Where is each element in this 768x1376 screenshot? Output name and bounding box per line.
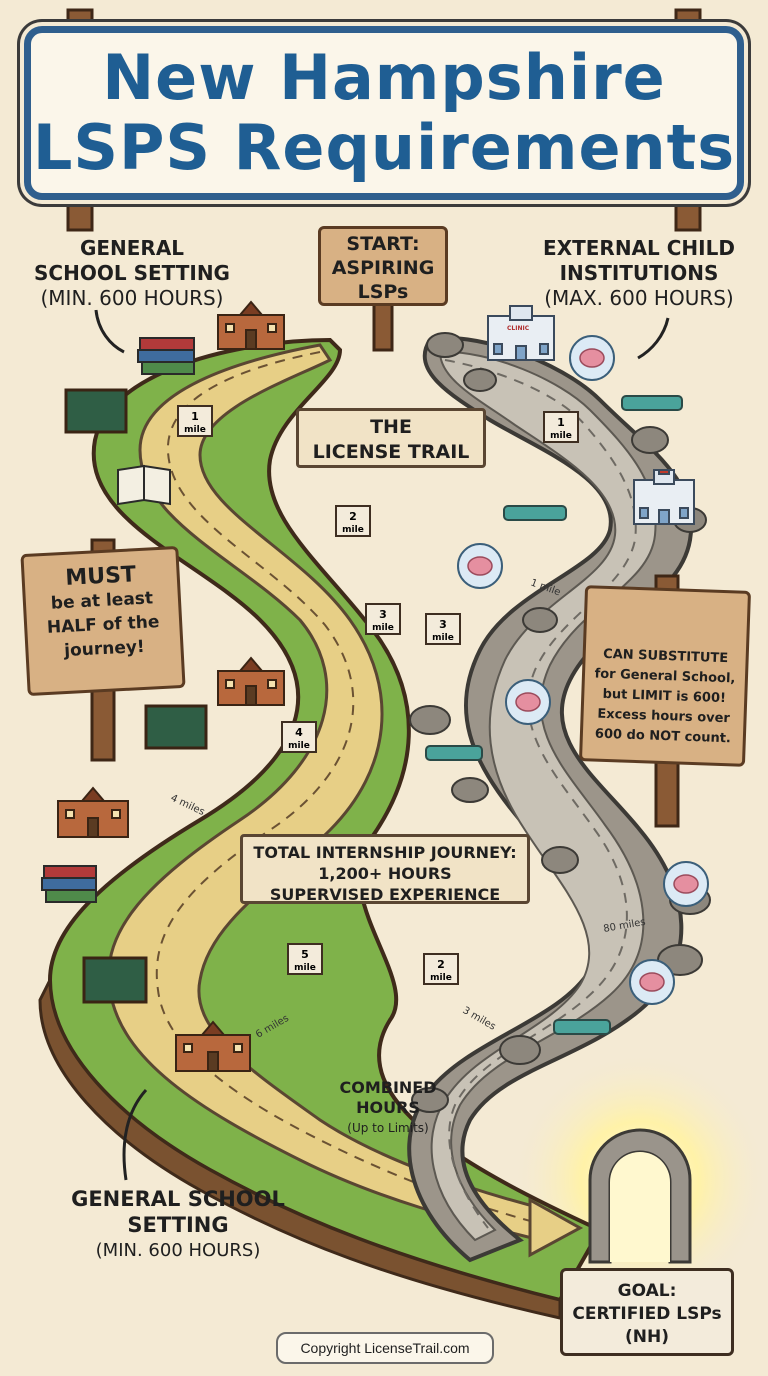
couch-icon-3 xyxy=(425,745,483,761)
must-half-sign: MUST be at least HALF of the journey! xyxy=(20,545,186,697)
top-right-label-line3: (MAX. 600 HOURS) xyxy=(544,286,734,310)
chalkboard-icons xyxy=(64,388,208,1004)
mile-marker-ext-3-num: 3 xyxy=(439,618,447,631)
mile-marker-school-1-num: 1 xyxy=(191,410,199,423)
book-stack-icon-2 xyxy=(41,865,97,903)
school-icon-2 xyxy=(217,656,285,706)
top-left-label: GENERAL SCHOOL SETTING (MIN. 600 HOURS) xyxy=(32,236,232,311)
mile-marker-school-5 xyxy=(287,943,323,975)
mile-marker-school-3-unit: mile xyxy=(372,623,394,633)
mile-marker-school-3 xyxy=(365,603,401,635)
mile-marker-ext-3-unit: mile xyxy=(432,633,454,643)
mile-marker-school-2 xyxy=(335,505,371,537)
bottom-left-label-line3: (MIN. 600 HOURS) xyxy=(95,1240,261,1261)
start-sign-line1: START: xyxy=(346,233,420,255)
mile-marker-school-4-num: 4 xyxy=(295,726,303,739)
mile-marker-ext-2 xyxy=(423,953,459,985)
couch-icon-2 xyxy=(503,505,567,521)
mile-marker-ext-1-unit: mile xyxy=(550,431,572,441)
book-stack-icons xyxy=(41,337,195,903)
school-icon-3 xyxy=(57,786,129,838)
mile-marker-school-5-num: 5 xyxy=(301,948,309,961)
combined-label-line1: COMBINED xyxy=(339,1078,437,1097)
mile-marker-school-3-num: 3 xyxy=(379,608,387,621)
substitute-limit-sign: CAN SUBSTITUTE for General School, but L… xyxy=(578,585,752,767)
mile-marker-school-1 xyxy=(177,405,213,437)
goal-archway-icon xyxy=(588,1128,692,1264)
mile-marker-ext-2-unit: mile xyxy=(430,973,452,983)
goal-sign-line2: CERTIFIED LSPs xyxy=(572,1304,722,1324)
goal-sign-line1: GOAL: xyxy=(617,1281,677,1301)
combined-label-line2: HOURS xyxy=(356,1098,420,1117)
mile-marker-ext-1 xyxy=(543,411,579,443)
chalkboard-icon-1 xyxy=(64,388,128,434)
journey-banner-line3: SUPERVISED EXPERIENCE xyxy=(269,885,501,904)
bottom-left-label-line1: GENERAL SCHOOL xyxy=(71,1187,285,1211)
start-sign-line2: ASPIRING xyxy=(331,257,435,279)
mile-marker-school-4 xyxy=(281,721,317,753)
top-left-label-line1: GENERAL xyxy=(79,236,185,260)
top-left-label-line2: SCHOOL SETTING xyxy=(34,261,230,285)
chalkboard-icon-2 xyxy=(144,704,208,750)
school-icon-4 xyxy=(175,1020,251,1072)
school-icon-1 xyxy=(217,300,285,350)
mile-marker-ext-2-num: 2 xyxy=(437,958,445,971)
school-building-icons xyxy=(57,300,285,1072)
start-sign: START: ASPIRING LSPs xyxy=(318,226,448,306)
copyright-footer[interactable]: Copyright LicenseTrail.com xyxy=(276,1332,494,1364)
combined-hours-label: COMBINED HOURS (Up to Limits) xyxy=(316,1078,460,1138)
title-line-2: LSPS Requirements xyxy=(32,111,736,184)
internship-journey-banner: TOTAL INTERNSHIP JOURNEY: 1,200+ HOURS S… xyxy=(240,834,530,904)
clinic-label: CLINIC xyxy=(507,325,530,332)
top-right-label-line1: EXTERNAL CHILD xyxy=(543,236,735,260)
external-path-center-line xyxy=(444,359,637,1229)
title-board: New Hampshire LSPS Requirements xyxy=(24,26,744,200)
license-trail-banner-line1: THE xyxy=(370,416,412,438)
arrow-top-right xyxy=(637,317,670,360)
goal-sign-line3: (NH) xyxy=(625,1327,669,1347)
journey-banner-line1: TOTAL INTERNSHIP JOURNEY: xyxy=(253,843,517,862)
book-stack-icon-1 xyxy=(137,337,195,375)
couch-icons xyxy=(425,395,683,1035)
mile-marker-school-1-unit: mile xyxy=(184,425,206,435)
distance-label-ext-3: 3 miles xyxy=(461,1005,498,1033)
top-right-label: EXTERNAL CHILD INSTITUTIONS (MAX. 600 HO… xyxy=(534,236,744,311)
medical-cross-icon xyxy=(658,469,670,475)
mile-marker-school-5-unit: mile xyxy=(294,963,316,973)
bottom-left-label: GENERAL SCHOOL SETTING (MIN. 600 HOURS) xyxy=(56,1186,300,1264)
mile-marker-school-2-unit: mile xyxy=(342,525,364,535)
brain-shapes xyxy=(467,348,699,992)
top-left-label-line3: (MIN. 600 HOURS) xyxy=(40,286,224,310)
arrow-top-left xyxy=(94,309,125,354)
mile-marker-school-2-num: 2 xyxy=(349,510,357,523)
arrow-bottom-left xyxy=(122,1088,148,1181)
mile-markers xyxy=(177,405,579,985)
distance-label-school-4: 4 miles xyxy=(169,793,206,818)
start-sign-line3: LSPs xyxy=(357,281,409,303)
combined-label-line3: (Up to Limits) xyxy=(347,1121,429,1135)
license-trail-banner: THE LICENSE TRAIL xyxy=(296,408,486,468)
school-dirt-path xyxy=(107,343,550,1242)
clinic-building-icons xyxy=(487,305,695,525)
path-arrow-head xyxy=(528,1197,584,1258)
mile-marker-school-4-unit: mile xyxy=(288,741,310,751)
couch-icon-4 xyxy=(553,1019,611,1035)
title-line-1: New Hampshire xyxy=(102,41,666,114)
open-book-icon xyxy=(117,464,171,506)
mile-marker-ext-1-num: 1 xyxy=(557,416,565,429)
bottom-left-label-line2: SETTING xyxy=(127,1213,229,1237)
substitute-sign-line5: 600 do NOT count. xyxy=(594,726,732,747)
chalkboard-icon-3 xyxy=(82,956,148,1004)
journey-banner-line2: 1,200+ HOURS xyxy=(318,864,452,883)
goal-sign: GOAL: CERTIFIED LSPs (NH) xyxy=(560,1268,734,1356)
couch-icon-1 xyxy=(621,395,683,411)
mile-marker-ext-3 xyxy=(425,613,461,645)
top-right-label-line2: INSTITUTIONS xyxy=(559,261,719,285)
license-trail-banner-line2: LICENSE TRAIL xyxy=(312,441,470,463)
clinic-icon-1 xyxy=(487,305,555,361)
